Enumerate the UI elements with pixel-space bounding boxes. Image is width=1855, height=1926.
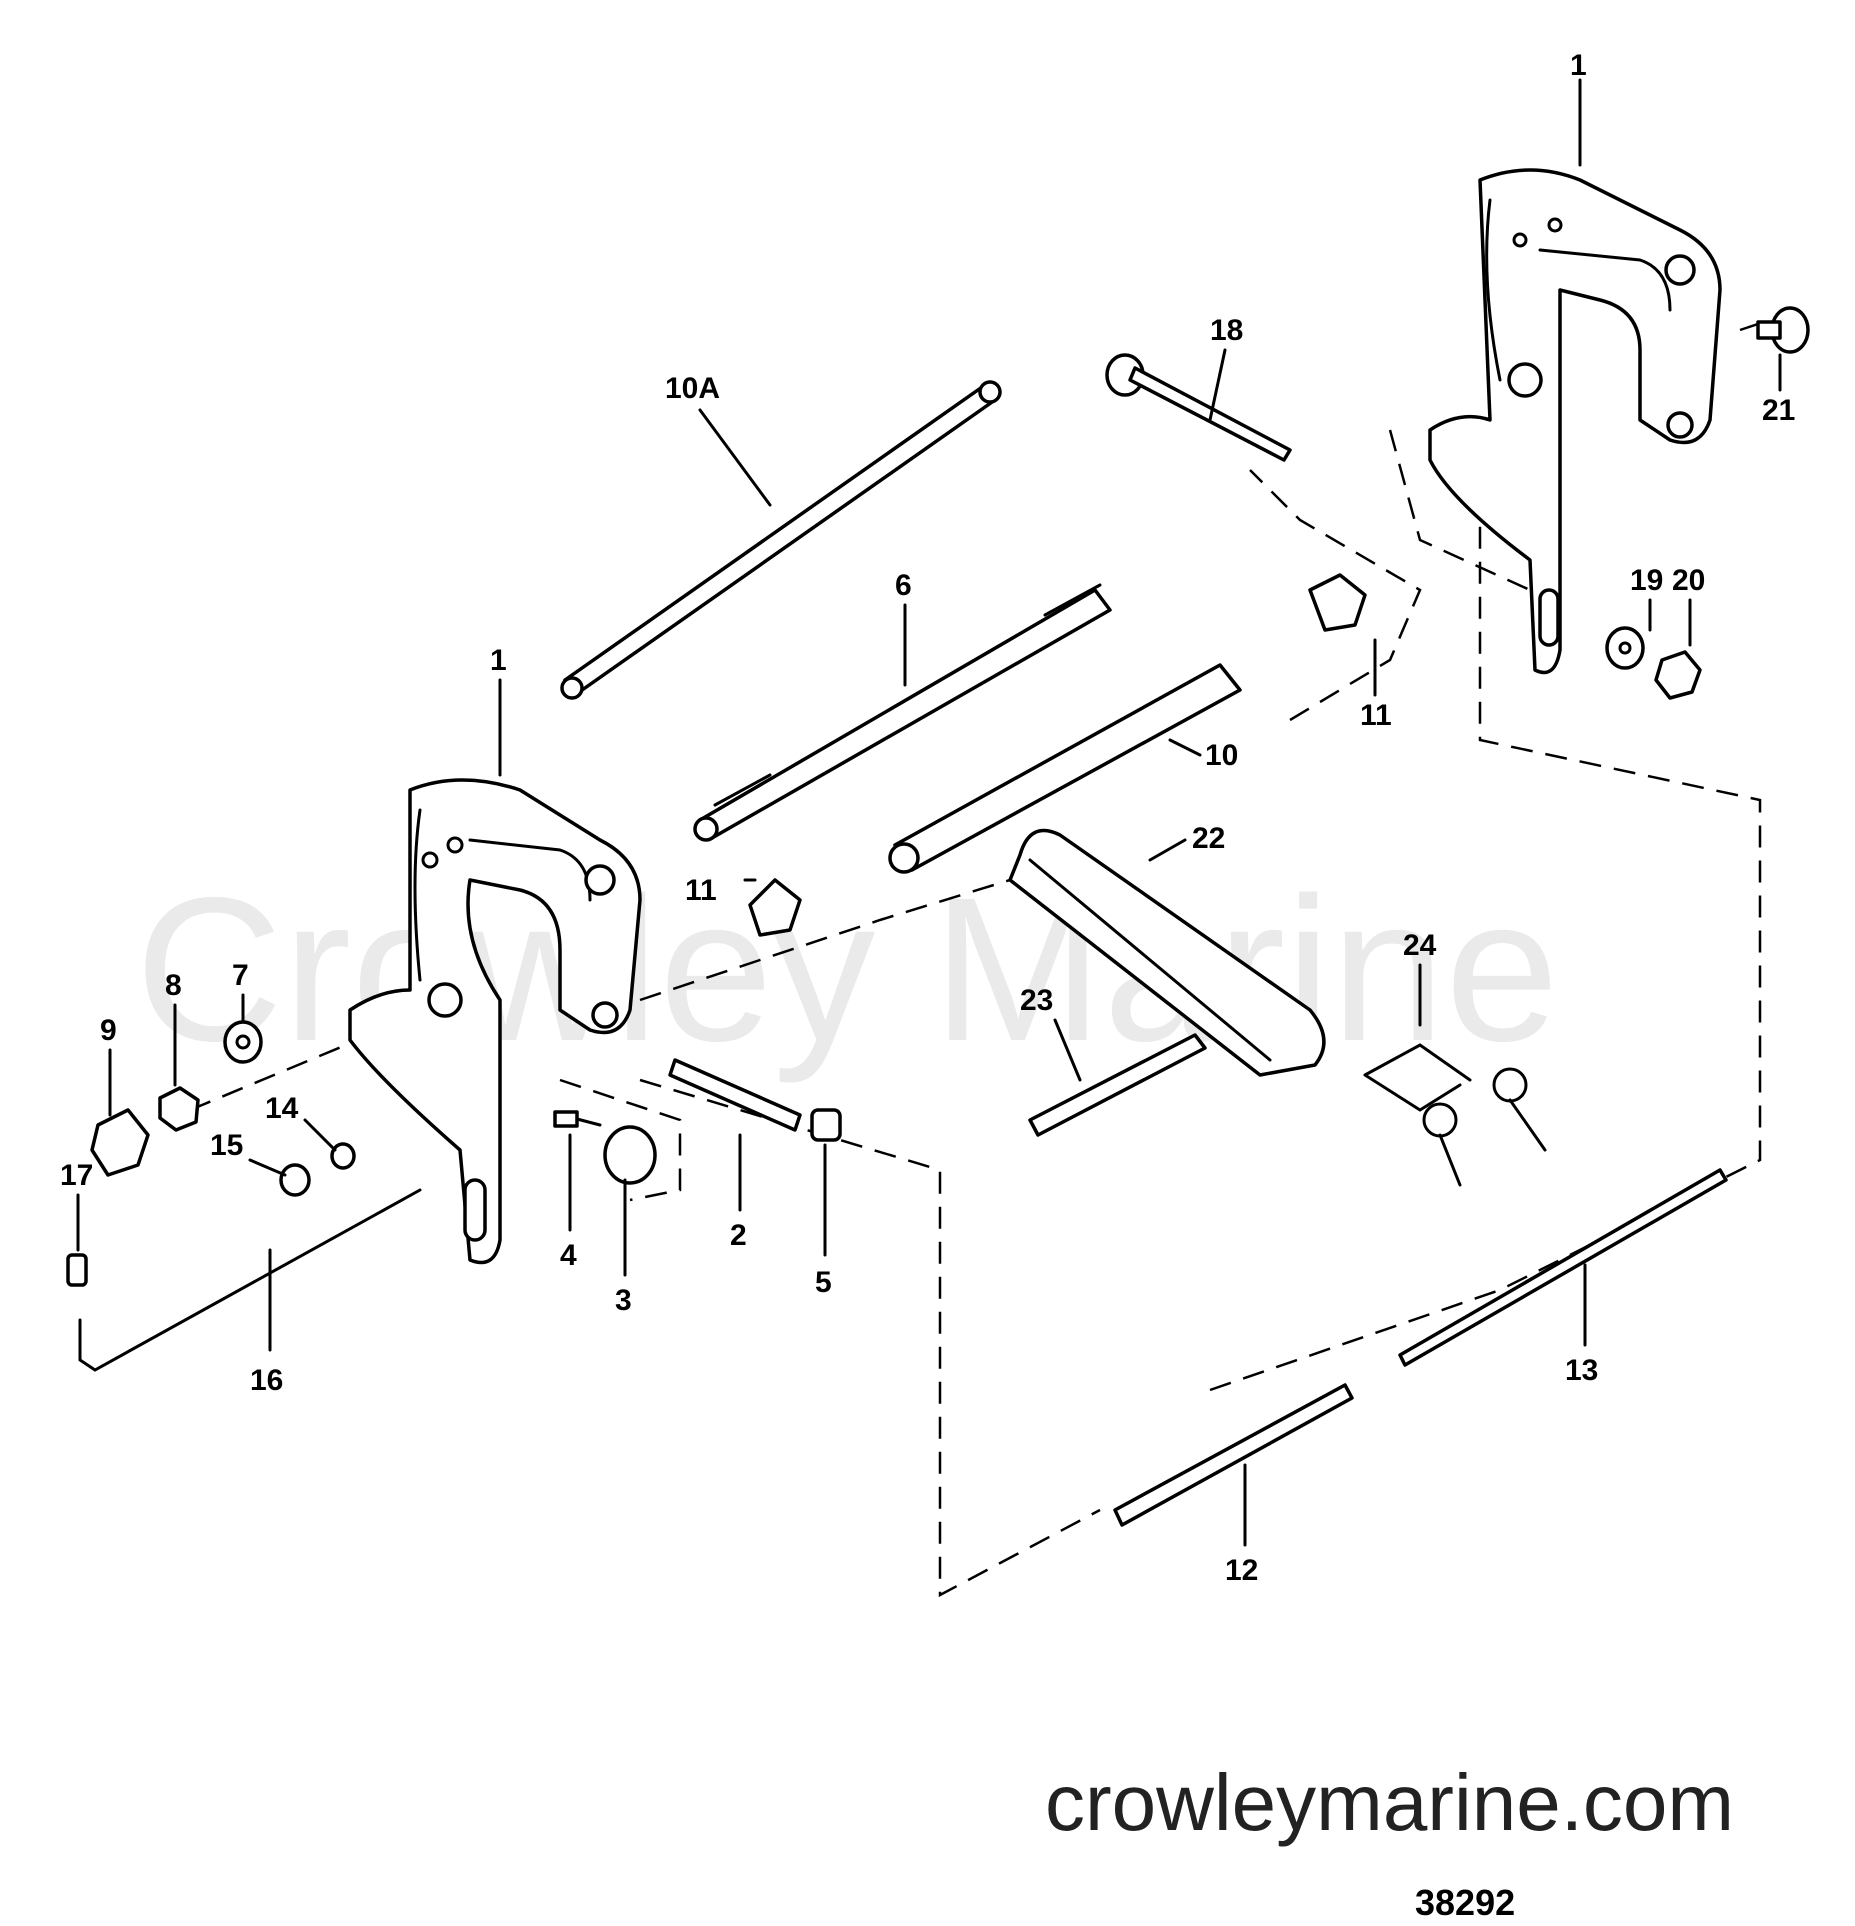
knob-9: [90, 1108, 150, 1177]
nut-20: [1654, 650, 1702, 700]
callout-20: 20: [1672, 564, 1705, 597]
callout-17: 17: [60, 1159, 93, 1192]
screw-21: [1756, 306, 1810, 354]
callouts: 1 1 10A 6 10 11 11 18 21 19 20 22 23 24 …: [60, 49, 1795, 1587]
spring-24: [1363, 1043, 1547, 1187]
callout-15: 15: [210, 1129, 243, 1162]
callout-8: 8: [165, 969, 182, 1002]
watermark-text: Crowley Marine: [135, 855, 1559, 1084]
callout-12: 12: [1225, 1554, 1258, 1587]
rod-12: [1113, 1383, 1354, 1527]
bushing-11-left: [748, 878, 802, 937]
callout-14: 14: [265, 1092, 299, 1125]
callout-16: 16: [250, 1364, 283, 1397]
callout-21: 21: [1762, 394, 1795, 427]
spring-2: [668, 1058, 802, 1132]
washer-14: [330, 1142, 356, 1170]
callout-11-left: 11: [685, 874, 717, 907]
callout-1-right: 1: [1570, 49, 1587, 82]
bushing-11-right: [1308, 573, 1367, 632]
callout-22: 22: [1192, 822, 1225, 855]
callout-3: 3: [615, 1284, 632, 1317]
callout-11-right: 11: [1360, 699, 1392, 732]
nut-15: [279, 1163, 311, 1197]
callout-2: 2: [730, 1219, 747, 1252]
callout-9: 9: [100, 1014, 117, 1047]
callout-24: 24: [1403, 929, 1437, 962]
callout-18: 18: [1210, 314, 1243, 347]
rod-16: [78, 1188, 422, 1372]
bolt-18: [1105, 353, 1292, 462]
nut-8: [158, 1086, 200, 1132]
tube-10: [888, 663, 1242, 874]
washer-3: [603, 1125, 657, 1185]
strap-22: [1008, 828, 1326, 1077]
rod-13: [1398, 1168, 1728, 1367]
sleeve-17: [66, 1253, 88, 1287]
callout-4: 4: [560, 1239, 577, 1272]
figure-number: 38292: [1415, 1882, 1515, 1923]
bracket-right: [1428, 168, 1722, 675]
callout-19: 19: [1630, 564, 1663, 597]
callout-6: 6: [895, 569, 912, 602]
rod-6: [693, 583, 1112, 842]
callout-10: 10: [1205, 739, 1238, 772]
leader-lines: [76, 78, 1782, 1547]
shaft-10a: [560, 380, 1002, 700]
washer-19: [1605, 626, 1645, 670]
callout-5: 5: [815, 1266, 832, 1299]
callout-23: 23: [1020, 984, 1053, 1017]
site-url: crowleymarine.com: [1045, 1758, 1734, 1847]
callout-13: 13: [1565, 1354, 1598, 1387]
callout-1-left: 1: [490, 644, 507, 677]
pin-23: [1028, 1033, 1207, 1137]
callout-10a: 10A: [665, 372, 720, 405]
screw-4: [553, 1110, 602, 1128]
cap-5: [810, 1108, 842, 1142]
callout-7: 7: [232, 959, 249, 992]
bracket-left: [348, 778, 642, 1265]
washer-7: [223, 1020, 263, 1064]
